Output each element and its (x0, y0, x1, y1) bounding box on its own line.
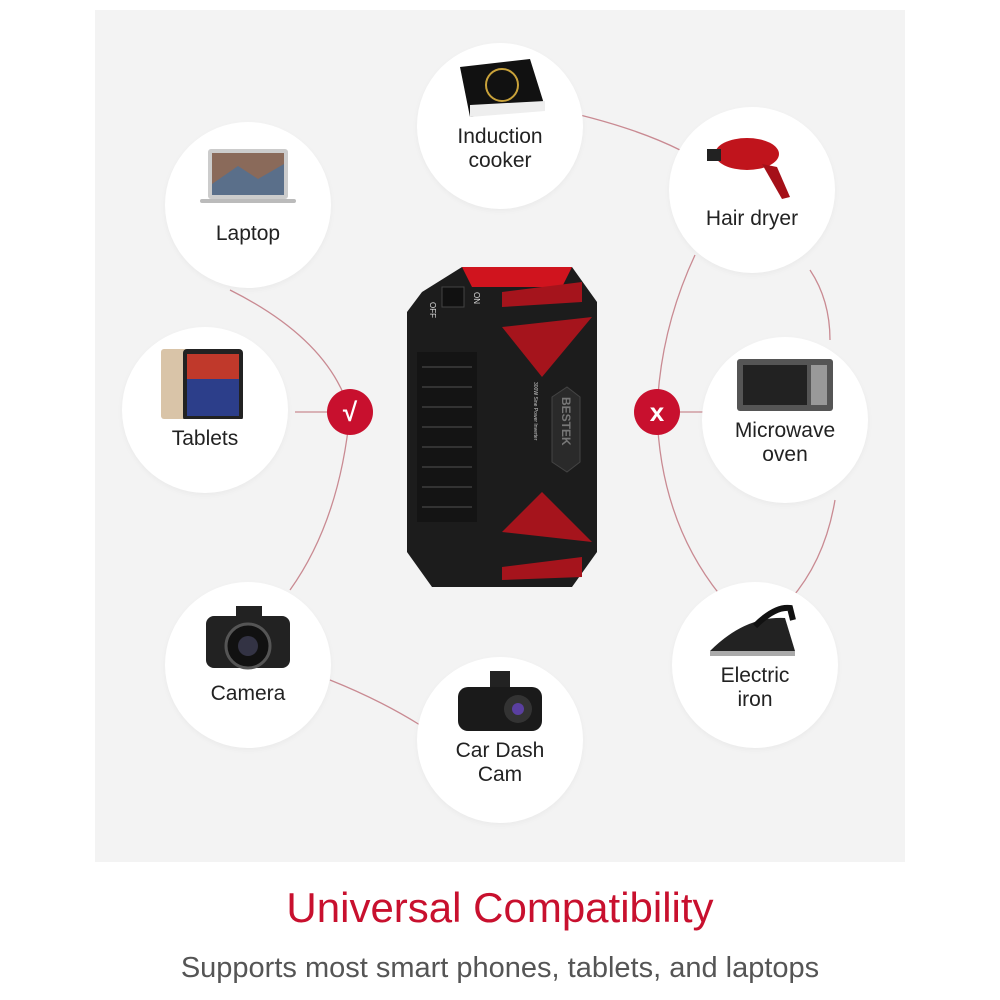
switch-on-label: ON (472, 292, 481, 304)
device-hair-dryer: Hair dryer (669, 107, 835, 273)
subheadline: Supports most smart phones, tablets, and… (180, 952, 820, 984)
power-inverter-image: OFF ON BESTEK 300W Sine Power Inverter (407, 267, 597, 587)
iron-icon (710, 604, 796, 656)
device-camera: Camera (165, 582, 331, 748)
tablet-icon (161, 349, 243, 419)
device-label: Hair dryer (705, 207, 799, 230)
device-label: Camera (210, 682, 286, 705)
laptop-icon (200, 149, 296, 203)
device-label: Tablets (171, 427, 239, 450)
hair-dryer-icon (707, 138, 790, 199)
switch-off-label: OFF (428, 302, 437, 318)
camera-icon (206, 606, 290, 670)
headline: Universal Compatibility (286, 884, 714, 931)
check-mark-icon: √ (327, 389, 373, 435)
cross-mark-icon: x (634, 389, 680, 435)
microwave-icon (737, 359, 833, 411)
device-laptop: Laptop (165, 122, 331, 288)
induction-cooker-icon (460, 59, 545, 117)
device-tablets: Tablets (122, 327, 288, 493)
dashcam-icon (458, 671, 542, 731)
device-label: Laptop (215, 222, 281, 245)
model-label: 300W Sine Power Inverter (532, 382, 538, 441)
brand-logo: BESTEK (559, 397, 573, 446)
